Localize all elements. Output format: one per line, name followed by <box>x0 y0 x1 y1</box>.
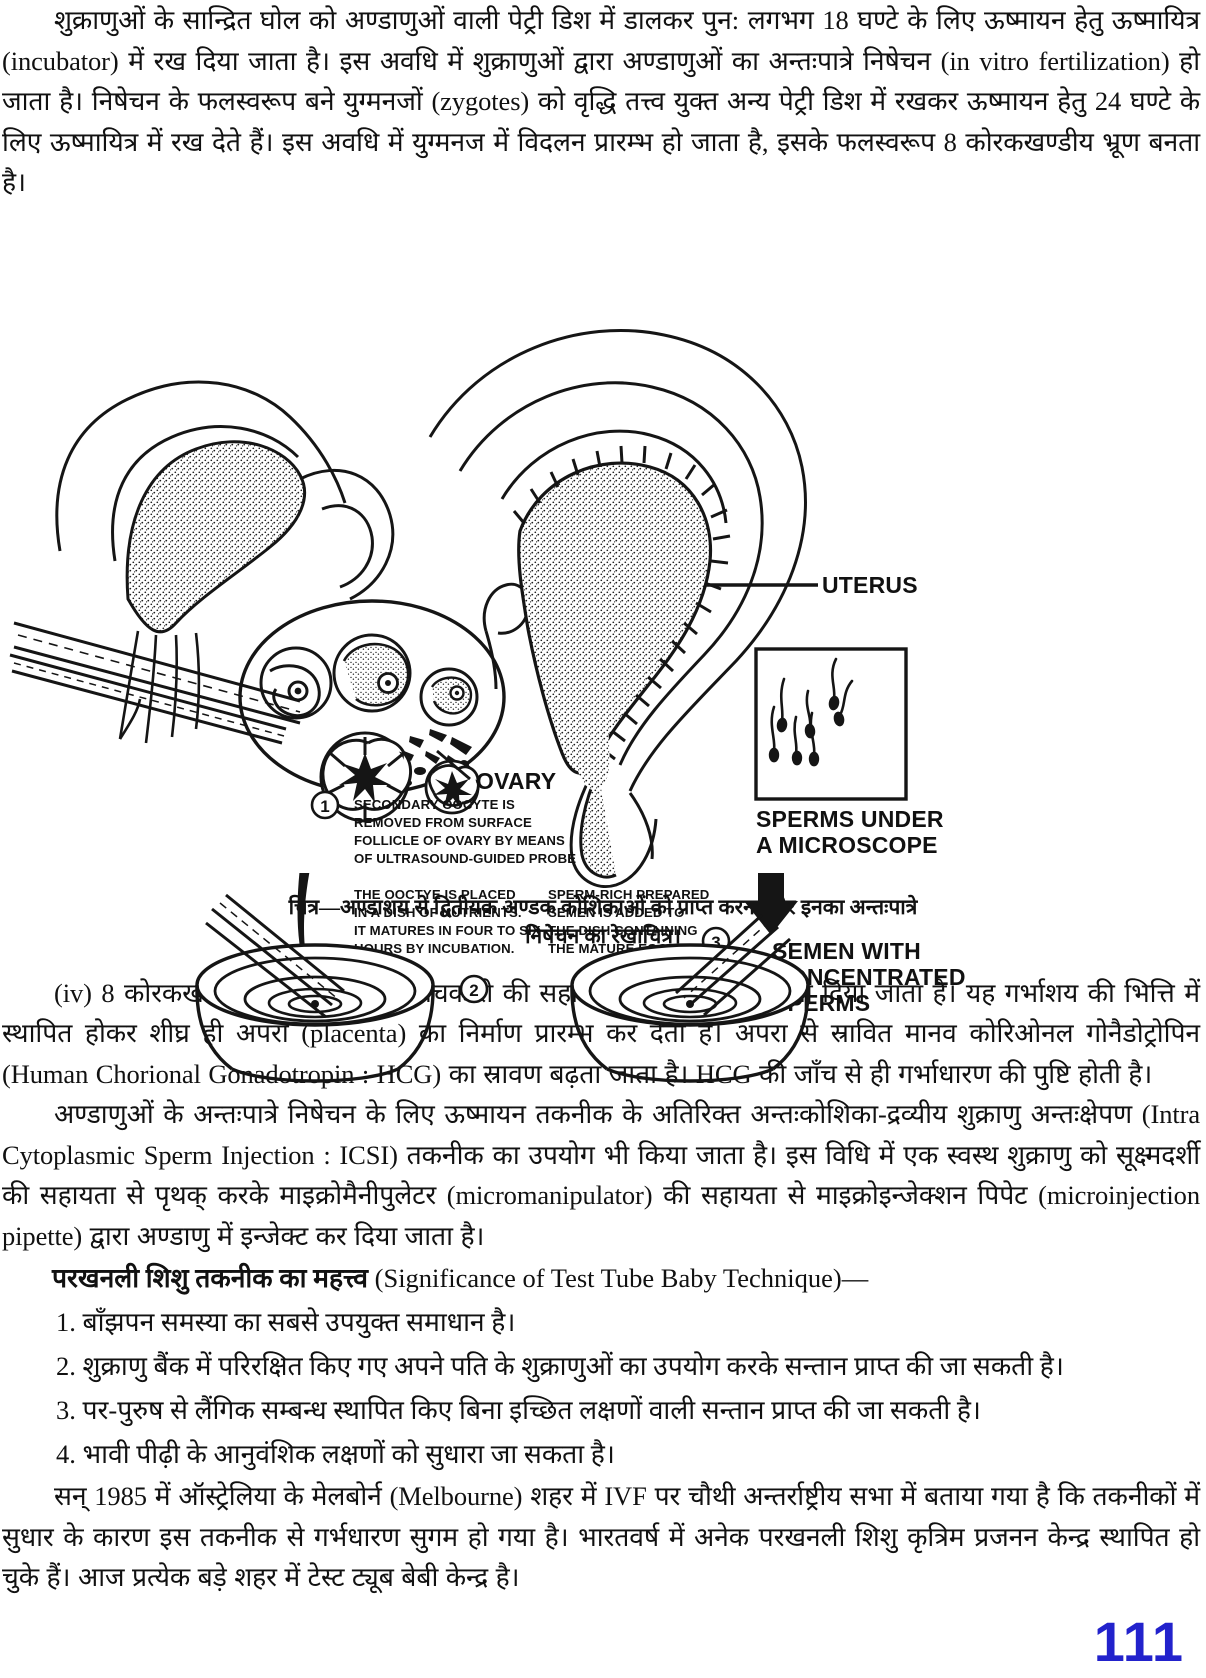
ovary-label-group: OVARY <box>436 749 556 794</box>
cervix-vagina <box>543 552 658 888</box>
step-1-line-4: OF ULTRASOUND-GUIDED PROBE <box>354 851 576 866</box>
step-2-line-1: THE OOCTYE IS PLACED <box>354 887 516 902</box>
figure-caption: चित्र—अण्डाशय से द्वितीयक अण्डक कोशिकाओं… <box>0 893 1206 951</box>
step-3-line-3: THE DISH CONTAINING <box>548 923 698 938</box>
arrow-down-microscope <box>744 872 798 935</box>
page-number: 111 <box>1093 1610 1184 1673</box>
sperms-microscope-label-line1: SPERMS UNDER <box>756 806 944 832</box>
significance-item-3: 3. पर-पुरुष से लैंगिक सम्बन्ध स्थापित कि… <box>56 1395 981 1425</box>
petri-dish-right <box>570 913 810 1083</box>
semen-label-line1: SEMEN WITH <box>772 938 921 964</box>
ultrasound-probe <box>9 621 301 744</box>
top-paragraph: शुक्राणुओं के सान्द्रित घोल को अण्डाणुओं… <box>2 5 1200 197</box>
ivf-figure: UTERUS OVARY <box>0 231 1206 1083</box>
step-3-line-1: SPERM-RICH PREPARED <box>548 887 709 902</box>
ovarian-follicles <box>259 582 530 822</box>
step-1-number: 1 <box>320 797 329 816</box>
ovary-label: OVARY <box>476 768 556 794</box>
significance-heading-english: (Significance of Test Tube Baby Techniqu… <box>374 1263 869 1293</box>
ivf-diagram-svg: UTERUS OVARY <box>9 328 944 888</box>
microscope-view-box <box>754 646 908 801</box>
petri-dish-left <box>195 893 435 1083</box>
significance-item-2: 2. शुक्राणु बैंक में परिरक्षित किए गए अप… <box>56 1351 1064 1381</box>
paragraph-icsi: अण्डाणुओं के अन्तःपात्रे निषेचन के लिए ऊ… <box>2 1099 1200 1251</box>
uterus-label: UTERUS <box>822 572 918 598</box>
step-1-marker: 1 <box>310 790 340 819</box>
uterus-label-group: UTERUS <box>706 572 918 598</box>
significance-item-4: 4. भावी पीढ़ी के आनुवंशिक लक्षणों को सुध… <box>56 1439 615 1469</box>
significance-item-1: 1. बाँझपन समस्या का सबसे उपयुक्त समाधान … <box>56 1307 516 1337</box>
step-3-line-2: SEMEN IS ADDED TO <box>548 905 685 920</box>
step-1-text: SECONDARY OOCYTE IS REMOVED FROM SURFACE… <box>354 797 576 866</box>
significance-heading: परखनली शिशु तकनीक का महत्त्व (Significan… <box>0 1256 1206 1300</box>
step-2-text: THE OOCTYE IS PLACED IN A DISH OF NUTRIE… <box>354 887 541 956</box>
step-1-line-1: SECONDARY OOCYTE IS <box>354 797 515 812</box>
significance-heading-hindi: परखनली शिशु तकनीक का महत्त्व <box>52 1263 368 1293</box>
step-2-marker: 2 <box>459 974 489 1003</box>
sperms-microscope-label-line2: A MICROSCOPE <box>756 832 938 858</box>
figure-caption-line1: चित्र—अण्डाशय से द्वितीयक अण्डक कोशिकाओं… <box>288 894 918 919</box>
step-3-number: 3 <box>711 933 720 952</box>
step-2-number: 2 <box>469 981 478 1000</box>
step-1-line-2: REMOVED FROM SURFACE <box>354 815 532 830</box>
step-2-line-4: HOURS BY INCUBATION. <box>354 941 515 956</box>
paragraph-melbourne: सन् 1985 में ऑस्ट्रेलिया के मेलबोर्न (Me… <box>2 1481 1200 1592</box>
female-reproductive-tract <box>55 380 506 795</box>
step-1-line-3: FOLLICLE OF OVARY BY MEANS <box>354 833 565 848</box>
figure-caption-line2: निषेचन का रेखाचित्र। <box>525 923 681 948</box>
ivf-diagram-lower: THE OOCTYE IS PLACED IN A DISH OF NUTRIE… <box>195 872 965 1083</box>
step-2-line-2: IN A DISH OF NUTRIENTS. <box>354 905 522 920</box>
step-2-line-3: IT MATURES IN FOUR TO SIX <box>354 923 541 938</box>
